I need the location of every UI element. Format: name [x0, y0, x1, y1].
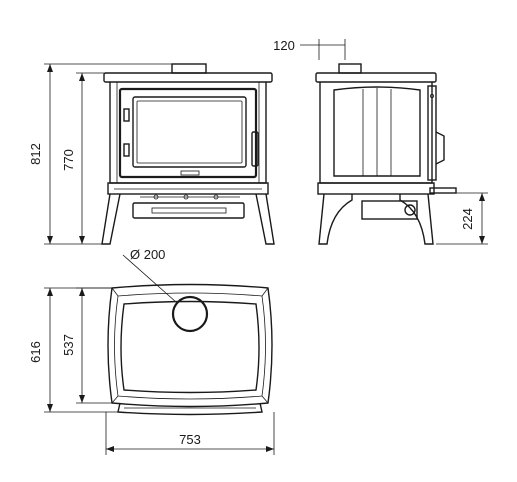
front-top-plate [103, 72, 273, 83]
side-leg-left [318, 193, 353, 245]
side-body [319, 82, 433, 184]
flue-offset-label: 120 [273, 38, 295, 53]
side-dimensions: 120 224 [273, 38, 488, 245]
front-door-handle [251, 131, 259, 167]
side-door-handle [435, 131, 445, 165]
side-view [315, 63, 457, 245]
front-door-frame [118, 87, 258, 179]
side-flue-collar [338, 63, 362, 74]
side-leg-right [399, 193, 434, 245]
body-depth-label: 537 [61, 334, 76, 356]
front-leg-left [101, 193, 121, 245]
side-door-edge [427, 85, 437, 181]
top-flue-opening [171, 295, 209, 333]
top-view [107, 283, 273, 416]
flue-diameter-leader [122, 254, 177, 303]
total-depth-label: 616 [28, 341, 43, 363]
side-air-lever [429, 187, 457, 194]
top-dimensions: Ø 200 616 537 753 [28, 247, 275, 455]
flue-diameter-label: Ø 200 [130, 247, 165, 262]
front-base-band [107, 182, 269, 195]
total-height-label: 812 [28, 143, 43, 165]
front-view [101, 63, 275, 245]
side-top-plate [315, 72, 437, 83]
side-base-band [317, 182, 435, 195]
width-label: 753 [179, 432, 201, 447]
top-door-projection [117, 402, 263, 416]
front-leg-right [255, 193, 275, 245]
front-ash-pan [132, 202, 245, 219]
top-hot-plate [120, 300, 260, 394]
side-panel [333, 86, 421, 177]
front-door-glass [132, 96, 247, 168]
body-height-label: 770 [61, 149, 76, 171]
front-flue-collar [171, 63, 207, 74]
side-ash-pan [361, 200, 418, 220]
top-inner-bevel [114, 292, 266, 400]
front-dimensions: 812 770 [28, 63, 172, 245]
front-brand-plate [180, 170, 200, 176]
ash-height-label: 224 [460, 208, 475, 230]
